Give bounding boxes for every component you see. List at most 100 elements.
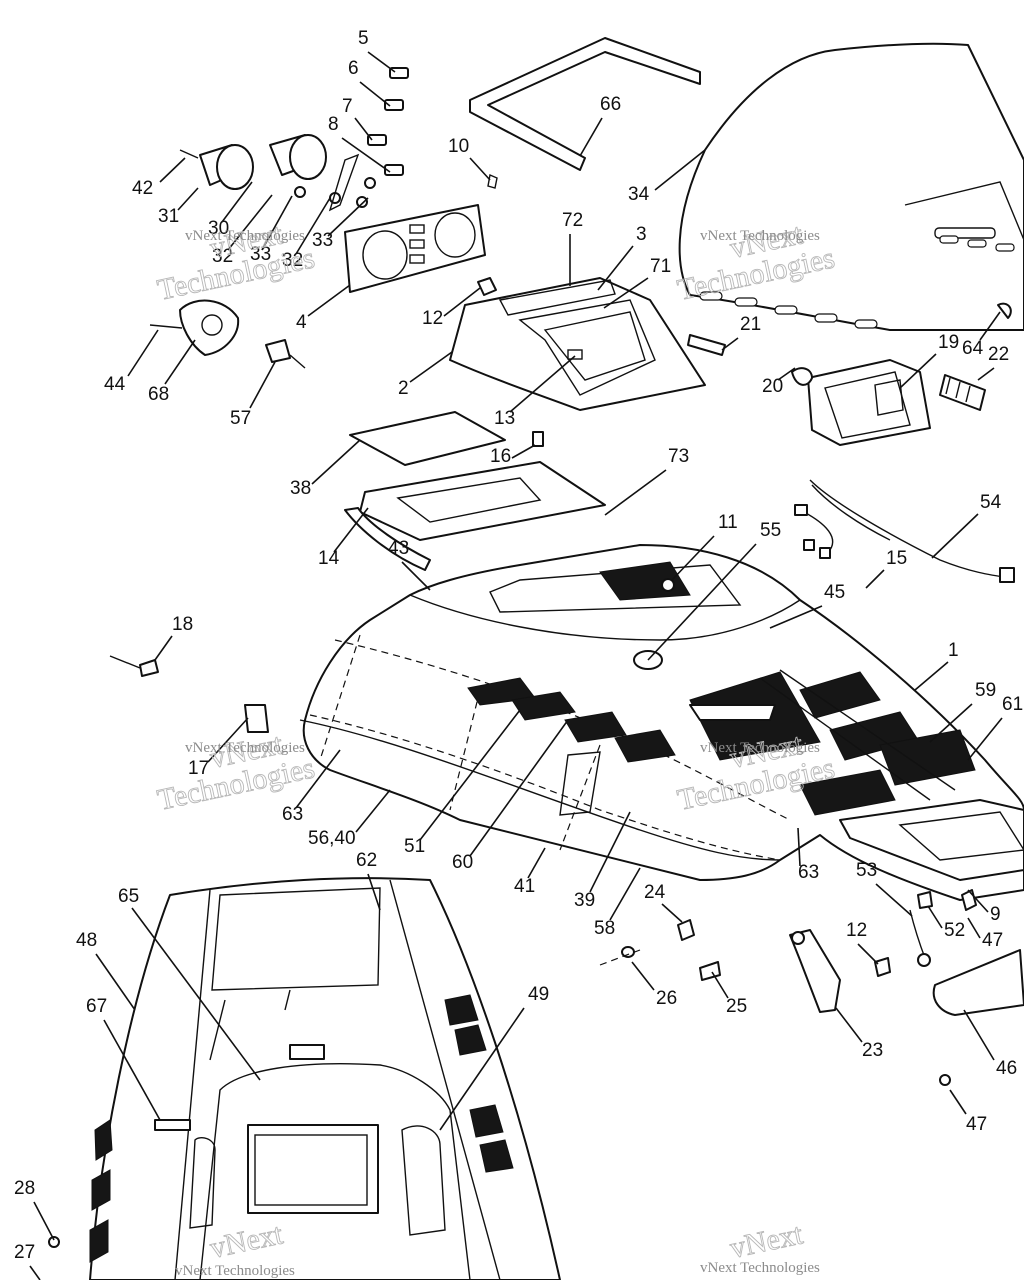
callout-label: 39 — [574, 890, 595, 911]
leader-line — [127, 329, 159, 377]
leader-line — [359, 81, 391, 107]
callout-label: 19 — [938, 332, 959, 353]
callout-label: 14 — [318, 548, 340, 569]
leader-line — [154, 635, 173, 661]
watermark-text: vNext Technologies — [185, 740, 305, 756]
leader-line — [164, 339, 196, 385]
leader-line — [711, 971, 729, 999]
callout-label: 16 — [490, 446, 511, 467]
callout-label: 41 — [514, 876, 535, 897]
watermark-text: vNext Technologies — [185, 228, 305, 244]
leader-line — [931, 513, 979, 559]
windshield — [678, 42, 1024, 332]
leader-line — [977, 367, 995, 381]
callout-label: 49 — [528, 984, 549, 1005]
leader-line — [307, 284, 351, 317]
leader-line — [367, 873, 381, 911]
callout-label: 20 — [762, 376, 783, 397]
callout-label: 68 — [148, 384, 169, 405]
svg-text:vNext: vNext — [727, 1217, 806, 1265]
callout-label: 62 — [356, 850, 377, 871]
callout-label: 11 — [718, 512, 738, 533]
callout-label: 18 — [172, 614, 193, 635]
leader-line — [929, 703, 973, 743]
callout-label: 52 — [944, 920, 965, 941]
callout-label: 30 — [208, 218, 229, 239]
leader-line — [295, 749, 341, 809]
leader-line — [311, 439, 361, 485]
callout-label: 65 — [118, 886, 139, 907]
callout-label: 6 — [348, 58, 359, 79]
callout-label: 32 — [282, 250, 303, 271]
callout-label: 21 — [740, 314, 761, 335]
leader-line — [927, 905, 943, 929]
leader-line — [914, 661, 949, 691]
leader-line — [527, 847, 546, 879]
callout-label: 7 — [342, 96, 353, 117]
callout-label: 4 — [296, 312, 307, 333]
leader-line — [327, 197, 369, 237]
leader-line — [777, 367, 796, 381]
leader-line — [967, 917, 981, 939]
leader-line — [469, 719, 569, 857]
watermark-text: vNext Technologies — [175, 1263, 295, 1279]
gauges — [179, 134, 327, 190]
callout-label: 58 — [594, 918, 615, 939]
callout-label: 61 — [1002, 694, 1023, 715]
hood-top-view — [48, 877, 561, 1280]
front-bracket — [789, 889, 1024, 1086]
leader-line — [865, 569, 885, 589]
headlight — [687, 302, 1012, 446]
leader-line — [589, 811, 631, 893]
leader-line — [103, 1019, 161, 1121]
callout-leaders — [29, 51, 1003, 1280]
leader-line — [835, 1007, 863, 1043]
watermark-group: vNext Technologies vNext Technologies vN… — [154, 217, 838, 1279]
watermark-text: vNext Technologies — [700, 740, 820, 756]
callout-label: 60 — [452, 852, 473, 873]
hood-hardware — [599, 919, 721, 981]
leader-line — [654, 149, 706, 191]
leader-line — [333, 507, 369, 553]
leader-line — [401, 561, 431, 591]
callout-label: 28 — [14, 1178, 35, 1199]
leader-line — [439, 1007, 525, 1131]
watermark: vNext — [727, 1217, 807, 1266]
leader-line — [227, 194, 273, 251]
callout-label: 8 — [328, 114, 339, 135]
leader-line — [177, 187, 199, 211]
leader-line — [249, 361, 276, 409]
leader-line — [857, 943, 879, 965]
windshield-trim — [469, 37, 701, 171]
callout-label: 71 — [650, 256, 671, 277]
leader-line — [967, 717, 1003, 761]
leader-line — [131, 907, 261, 1081]
leader-line — [661, 903, 683, 923]
leader-line — [967, 889, 989, 913]
callout-label: 9 — [990, 904, 1001, 925]
leader-line — [875, 883, 913, 917]
leader-line — [647, 543, 757, 661]
callout-label: 10 — [448, 136, 469, 157]
callout-label: 67 — [86, 996, 107, 1017]
callout-label: 38 — [290, 478, 311, 499]
callout-label: 34 — [628, 184, 650, 205]
callout-label: 56,40 — [308, 828, 356, 849]
callout-label: 53 — [856, 860, 877, 881]
leader-line — [29, 1265, 41, 1280]
callout-label: 33 — [250, 244, 271, 265]
decal-and-cover — [344, 411, 606, 571]
callout-label: 63 — [282, 804, 303, 825]
leader-line — [597, 245, 634, 291]
leader-line — [469, 157, 491, 181]
watermark-text: vNext Technologies — [700, 228, 820, 244]
callout-label: 72 — [562, 210, 583, 231]
callout-label: 44 — [104, 374, 126, 395]
leader-line — [367, 51, 396, 73]
watermark: vNext Technologies — [154, 727, 318, 817]
callout-label: 45 — [824, 582, 845, 603]
leader-line — [509, 355, 576, 413]
callout-label: 66 — [600, 94, 621, 115]
leader-line — [721, 337, 739, 351]
leader-line — [797, 827, 801, 867]
